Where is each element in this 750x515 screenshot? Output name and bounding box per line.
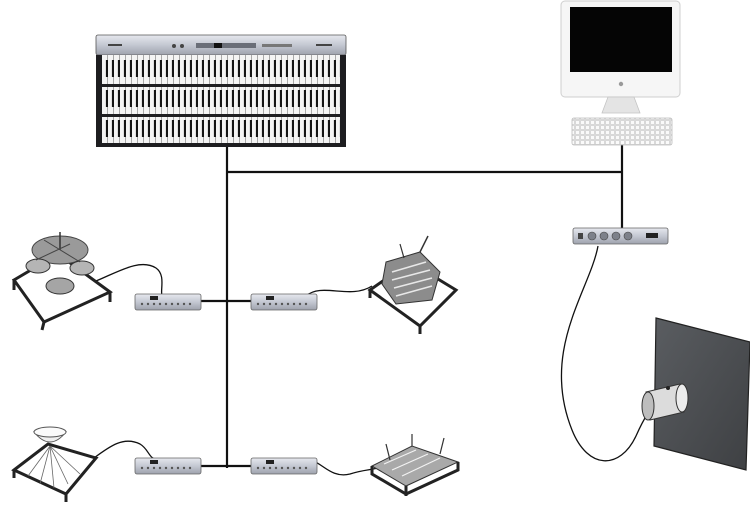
apple-logo-icon xyxy=(618,81,624,87)
wiring xyxy=(200,145,624,468)
keyboard-stack xyxy=(95,34,347,147)
controller-box-bottom-left xyxy=(134,457,202,475)
monitor-screen xyxy=(570,7,672,72)
cable-chime xyxy=(305,285,373,297)
monitor-stand xyxy=(601,96,641,114)
cable-transducer xyxy=(560,245,661,462)
computer-keyboard xyxy=(571,117,673,146)
keyboard-manual-1 xyxy=(100,55,342,84)
controller-box-top-left xyxy=(134,293,202,311)
panel-transducer-icon xyxy=(641,317,750,471)
keyboard-manual-3 xyxy=(100,117,342,145)
chime-robot-icon xyxy=(367,235,459,334)
bowl-robot-icon xyxy=(11,426,99,502)
cable-drum xyxy=(95,263,163,297)
audio-interface-icon xyxy=(572,227,669,245)
controller-box-top-right xyxy=(250,293,318,311)
drum-robot-icon xyxy=(11,232,113,331)
controller-box-bottom-right xyxy=(250,457,318,475)
keyboard-panel-controls xyxy=(108,43,332,48)
instrument-cables xyxy=(93,245,661,476)
cable-bowl xyxy=(93,440,161,461)
keyboard-manual-2 xyxy=(100,86,342,115)
plate-robot-icon xyxy=(370,434,460,496)
desktop-computer-icon xyxy=(560,0,681,146)
